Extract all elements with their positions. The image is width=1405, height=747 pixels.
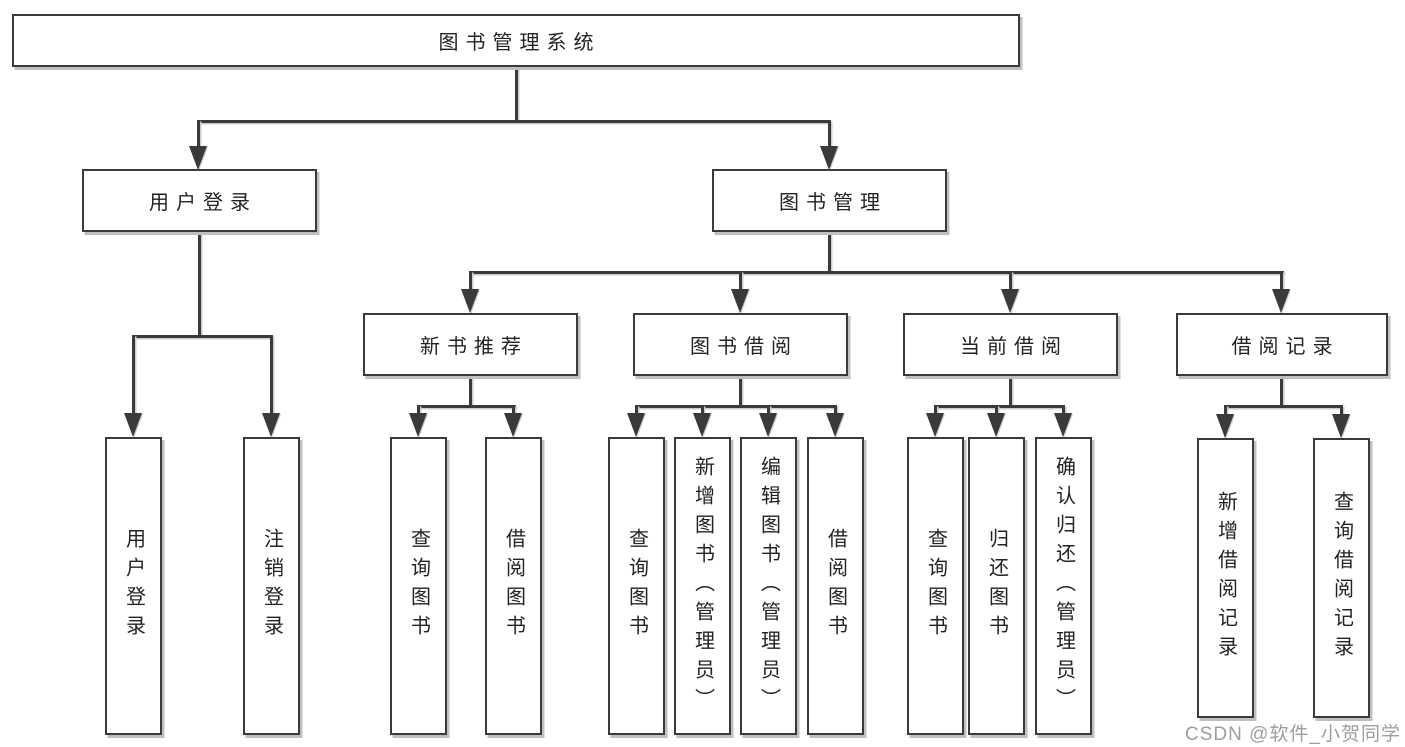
arrow-down-icon bbox=[926, 413, 944, 437]
node-root: 图书管理系统 bbox=[12, 14, 1020, 67]
connector-bookmgmt-drop-1 bbox=[469, 271, 472, 291]
leaf-records-add-record: 新增借阅记录 bbox=[1197, 438, 1254, 718]
connector-current-drop-1 bbox=[934, 405, 937, 415]
connector-bookmgmt-drop-4 bbox=[1280, 271, 1283, 291]
arrow-down-icon bbox=[1272, 289, 1290, 313]
connector-recommend-split bbox=[417, 405, 516, 408]
arrow-down-icon bbox=[124, 413, 142, 437]
connector-recommend-stem bbox=[469, 376, 472, 408]
arrow-down-icon bbox=[504, 413, 522, 437]
leaf-current-return-book: 归还图书 bbox=[968, 437, 1025, 735]
connector-root-stem bbox=[515, 67, 518, 123]
leaf-recommend-borrow-book: 借阅图书 bbox=[485, 437, 542, 735]
node-book-borrow: 图书借阅 bbox=[633, 313, 848, 376]
arrow-down-icon bbox=[826, 413, 844, 437]
arrow-down-icon bbox=[1332, 414, 1350, 438]
arrow-down-icon bbox=[1001, 289, 1019, 313]
connector-bookmgmt-drop-2 bbox=[739, 271, 742, 291]
connector-current-drop-3 bbox=[1062, 405, 1065, 415]
connector-borrow-split bbox=[635, 405, 837, 408]
connector-borrow-stem bbox=[739, 376, 742, 408]
connector-root-drop-left bbox=[197, 120, 200, 148]
leaf-borrow-add-book-admin: 新增图书（管理员） bbox=[674, 437, 731, 735]
connector-root-split bbox=[197, 120, 831, 123]
csdn-watermark: CSDN @软件_小贺同学 bbox=[1185, 724, 1401, 745]
node-new-book-recommend: 新书推荐 bbox=[363, 313, 578, 376]
connector-userlogin-drop-2 bbox=[270, 335, 273, 415]
connector-records-stem bbox=[1280, 376, 1283, 408]
arrow-down-icon bbox=[820, 146, 838, 170]
arrow-down-icon bbox=[731, 289, 749, 313]
connector-borrow-drop-2 bbox=[701, 405, 704, 415]
arrow-down-icon bbox=[1216, 414, 1234, 438]
connector-current-stem bbox=[1009, 376, 1012, 408]
leaf-user-login: 用户登录 bbox=[105, 437, 162, 735]
node-borrow-records: 借阅记录 bbox=[1176, 313, 1388, 376]
connector-records-drop-1 bbox=[1224, 405, 1227, 416]
node-book-management: 图书管理 bbox=[712, 169, 947, 232]
connector-bookmgmt-split bbox=[469, 271, 1284, 274]
connector-current-split bbox=[934, 405, 1065, 408]
connector-root-drop-right bbox=[828, 120, 831, 148]
connector-userlogin-split bbox=[132, 335, 273, 338]
connector-borrow-drop-1 bbox=[635, 405, 638, 415]
connector-records-split bbox=[1224, 405, 1343, 408]
arrow-down-icon bbox=[987, 413, 1005, 437]
connector-userlogin-stem bbox=[198, 232, 201, 338]
arrow-down-icon bbox=[262, 413, 280, 437]
connector-records-drop-2 bbox=[1340, 405, 1343, 416]
leaf-current-query-book: 查询图书 bbox=[907, 437, 964, 735]
arrow-down-icon bbox=[189, 146, 207, 170]
arrow-down-icon bbox=[409, 413, 427, 437]
node-user-login: 用户登录 bbox=[82, 169, 317, 232]
leaf-logout-login: 注销登录 bbox=[243, 437, 300, 735]
connector-borrow-drop-3 bbox=[767, 405, 770, 415]
node-current-borrow: 当前借阅 bbox=[903, 313, 1118, 376]
connector-bookmgmt-drop-3 bbox=[1009, 271, 1012, 291]
connector-current-drop-2 bbox=[995, 405, 998, 415]
leaf-recommend-query-book: 查询图书 bbox=[390, 437, 447, 735]
leaf-current-confirm-return-admin: 确认归还（管理员） bbox=[1035, 437, 1092, 735]
arrow-down-icon bbox=[627, 413, 645, 437]
arrow-down-icon bbox=[1054, 413, 1072, 437]
connector-userlogin-drop-1 bbox=[132, 335, 135, 415]
connector-borrow-drop-4 bbox=[834, 405, 837, 415]
leaf-borrow-borrow-book: 借阅图书 bbox=[807, 437, 864, 735]
connector-recommend-drop-1 bbox=[417, 405, 420, 415]
leaf-records-query-record: 查询借阅记录 bbox=[1313, 438, 1370, 718]
arrow-down-icon bbox=[759, 413, 777, 437]
arrow-down-icon bbox=[693, 413, 711, 437]
arrow-down-icon bbox=[461, 289, 479, 313]
leaf-borrow-query-book: 查询图书 bbox=[608, 437, 665, 735]
connector-bookmgmt-stem bbox=[828, 232, 831, 274]
connector-recommend-drop-2 bbox=[512, 405, 515, 415]
leaf-borrow-edit-book-admin: 编辑图书（管理员） bbox=[740, 437, 797, 735]
